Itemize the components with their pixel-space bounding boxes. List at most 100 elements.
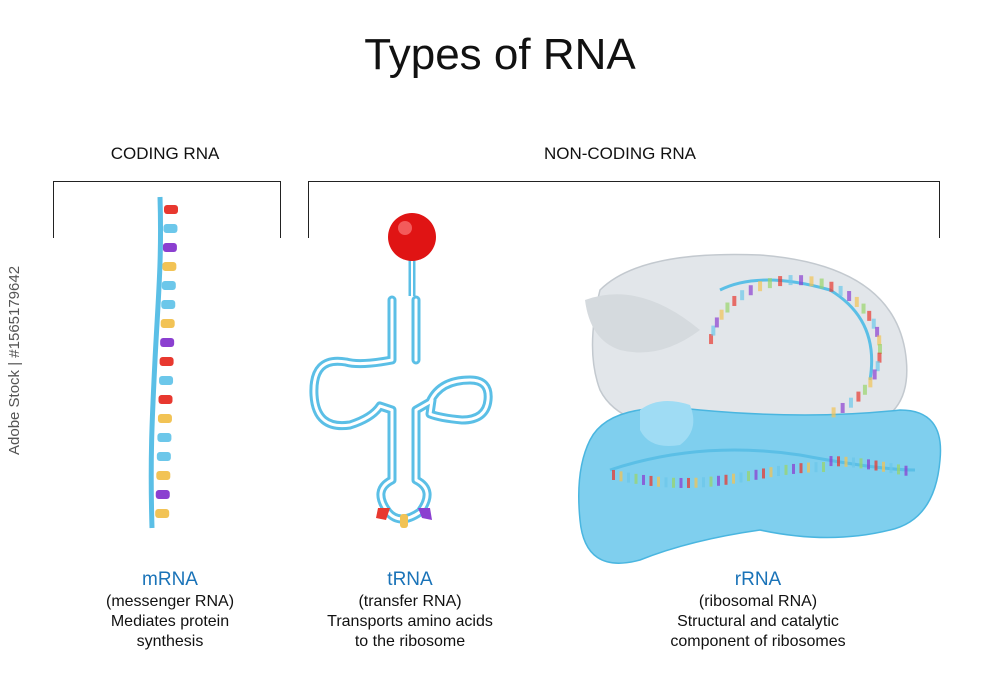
rrna-base xyxy=(702,477,705,488)
rrna-base xyxy=(672,477,675,488)
rrna-base xyxy=(754,469,758,480)
mrna-base xyxy=(163,224,178,233)
rrna-base xyxy=(837,456,840,467)
rrna-base xyxy=(852,457,855,468)
diagram-title: Types of RNA xyxy=(364,30,636,79)
mrna-desc-line1: Mediates protein xyxy=(110,613,230,630)
rrna-base xyxy=(711,325,716,336)
rrna-base xyxy=(871,318,876,329)
trna-cloverleaf-illustration xyxy=(309,213,493,528)
rrna-base xyxy=(829,281,834,292)
rrna-base xyxy=(831,407,836,418)
rrna-base xyxy=(709,334,714,345)
rrna-base xyxy=(829,456,833,467)
noncoding-bracket xyxy=(308,181,940,238)
coding-bracket xyxy=(53,181,281,238)
rrna-base xyxy=(784,464,788,475)
rrna-base xyxy=(747,471,750,482)
rrna-base xyxy=(822,462,825,473)
rrna-base xyxy=(642,474,645,485)
rrna-base xyxy=(732,473,735,484)
rrna-base xyxy=(859,458,863,469)
rrna-base xyxy=(679,477,683,488)
rrna-base xyxy=(740,290,745,301)
mrna-full-name: (messenger RNA) xyxy=(105,593,235,610)
trna-name: tRNA xyxy=(387,569,433,590)
rrna-base xyxy=(856,391,861,402)
rrna-name: rRNA xyxy=(734,569,782,590)
rrna-base xyxy=(877,335,882,346)
rrna-base xyxy=(717,475,720,486)
rrna-base xyxy=(792,463,795,474)
mrna-base xyxy=(160,338,175,347)
rrna-base xyxy=(739,472,743,483)
mrna-base xyxy=(164,205,178,214)
rrna-base xyxy=(854,296,859,307)
trna-desc-line2: to the ribosome xyxy=(354,633,466,650)
rrna-base xyxy=(612,470,615,480)
rrna-base xyxy=(867,459,870,470)
rrna-base xyxy=(847,291,852,302)
rrna-base xyxy=(777,465,780,476)
rrna-base xyxy=(897,464,900,475)
rrna-desc-line2: component of ribosomes xyxy=(670,633,846,650)
rrna-base xyxy=(664,477,668,488)
trna-full-name: (transfer RNA) xyxy=(358,593,462,610)
rrna-base xyxy=(861,303,866,314)
rrna-base xyxy=(872,369,877,380)
mrna-base xyxy=(161,300,176,309)
rrna-base xyxy=(799,463,803,474)
mrna-desc-line2: synthesis xyxy=(136,633,204,650)
rrna-base xyxy=(725,302,730,313)
mrna-base xyxy=(157,414,172,423)
rrna-base xyxy=(788,275,793,286)
rrna-base xyxy=(874,460,878,471)
noncoding-rna-label: NON-CODING RNA xyxy=(543,144,697,163)
mrna-base xyxy=(155,490,170,499)
mrna-base xyxy=(159,376,174,385)
rrna-base xyxy=(862,384,867,395)
rrna-base xyxy=(619,471,623,482)
rrna-base xyxy=(868,377,873,388)
mrna-base xyxy=(158,395,173,404)
mrna-name: mRNA xyxy=(142,569,198,590)
mrna-base xyxy=(162,262,177,271)
rrna-base xyxy=(814,462,818,473)
rrna-base xyxy=(769,467,773,478)
rrna-base xyxy=(807,462,810,473)
rrna-desc-line1: Structural and catalytic xyxy=(677,613,839,630)
rrna-base xyxy=(877,352,882,363)
mrna-base xyxy=(157,433,172,442)
stock-watermark: Adobe Stock | #1565179642 xyxy=(6,265,23,455)
rrna-base xyxy=(714,317,719,328)
mrna-base xyxy=(161,281,176,290)
mrna-base xyxy=(156,452,171,461)
rrna-base xyxy=(627,472,630,483)
ribosome-illustration xyxy=(578,253,942,564)
coding-rna-label: CODING RNA xyxy=(110,144,220,163)
mrna-base xyxy=(155,509,170,518)
rrna-base xyxy=(649,475,653,486)
rrna-base xyxy=(758,281,763,292)
rrna-base xyxy=(687,477,690,488)
rrna-base xyxy=(882,461,885,472)
rrna-base xyxy=(762,468,765,479)
rrna-base xyxy=(875,361,880,372)
rrna-base xyxy=(634,473,638,484)
mrna-base xyxy=(159,357,174,366)
rrna-base xyxy=(767,278,772,289)
mrna-strand-illustration xyxy=(148,196,178,529)
rrna-base xyxy=(875,326,880,337)
mrna-base xyxy=(162,243,177,252)
rrna-base xyxy=(732,295,737,306)
rrna-base xyxy=(840,402,845,413)
rrna-base xyxy=(709,476,713,487)
trna-desc-line1: Transports amino acids xyxy=(327,613,493,630)
rrna-base xyxy=(719,309,724,320)
rrna-base xyxy=(809,276,814,287)
rrna-base xyxy=(799,275,804,286)
rrna-base xyxy=(778,276,783,287)
rrna-base xyxy=(904,465,908,476)
rrna-base xyxy=(848,397,853,408)
